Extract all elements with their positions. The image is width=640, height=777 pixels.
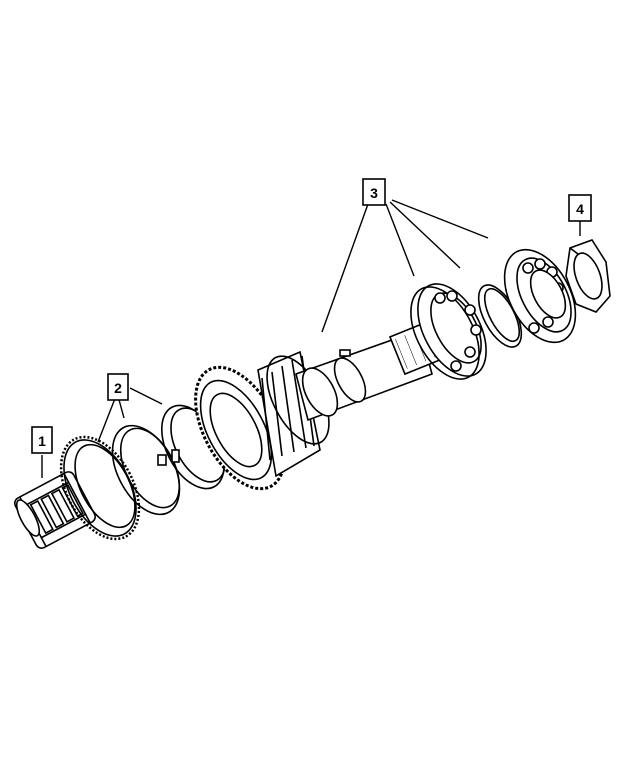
callout-1: 1 — [31, 426, 53, 454]
leader-lines — [41, 199, 581, 478]
callout-2: 2 — [107, 373, 129, 401]
blocking-ring — [111, 424, 181, 516]
tapered-roller-bearing — [410, 283, 487, 380]
hex-nut — [565, 239, 611, 313]
callout-3-label: 3 — [370, 185, 378, 201]
callout-4: 4 — [568, 194, 592, 222]
callout-2-label: 2 — [114, 380, 122, 396]
helical-gear — [194, 350, 330, 491]
needle-bearing — [14, 471, 96, 549]
callout-1-label: 1 — [38, 433, 46, 449]
output-shaft — [295, 320, 444, 422]
callout-3: 3 — [362, 178, 386, 206]
callout-4-label: 4 — [576, 201, 584, 217]
ball-bearing — [503, 248, 577, 344]
